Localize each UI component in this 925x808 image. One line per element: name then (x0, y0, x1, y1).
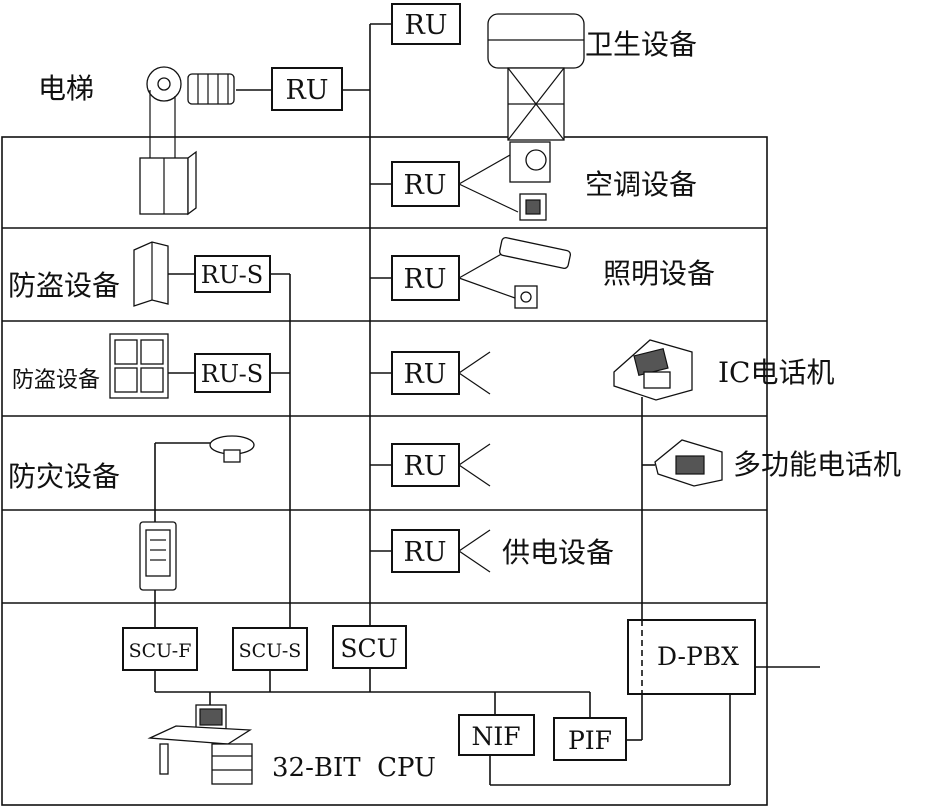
svg-text:RU-S: RU-S (201, 261, 263, 289)
ru-aircon: RU (391, 161, 460, 207)
sanitary-label: 卫生设备 (585, 28, 697, 61)
security-window-icon (109, 333, 169, 399)
cpu-label: 32-BIT CPU (272, 753, 436, 783)
ru-lighting: RU (391, 255, 460, 301)
pif-box: PIF (553, 717, 627, 761)
svg-text:D-PBX: D-PBX (657, 642, 739, 671)
svg-text:RU: RU (404, 10, 447, 41)
scu-box: SCU (332, 625, 407, 669)
multi-phone-label: 多功能电话机 (733, 448, 901, 481)
svg-text:RU: RU (403, 170, 446, 201)
water-tower-icon (487, 13, 585, 141)
labels: 电梯 卫生设备 空调设备 照明设备 防盗设备 防盗设备 防灾设备 IC电话机 多… (8, 28, 901, 783)
scu-f-box: SCU-F (122, 627, 198, 671)
aircon-icon (509, 141, 551, 221)
security-label-1: 防盗设备 (8, 269, 120, 302)
power-label: 供电设备 (502, 536, 614, 569)
ru-elevator: RU (271, 67, 343, 111)
svg-text:RU: RU (403, 264, 446, 295)
elevator-icon (139, 66, 235, 216)
nif-box: NIF (458, 714, 535, 756)
ic-phone-label: IC电话机 (718, 356, 835, 389)
rus-box-2: RU-S (194, 353, 271, 393)
svg-text:SCU-S: SCU-S (239, 640, 302, 662)
lighting-icon (498, 237, 572, 309)
svg-text:RU: RU (403, 359, 446, 390)
multi-phone-icon (654, 439, 723, 487)
unit-boxes: RU RU RU RU RU RU RU RU-S (122, 3, 756, 761)
building-outline (1, 136, 768, 806)
ru-top: RU (391, 3, 461, 45)
security-door-icon (133, 241, 169, 307)
fire-panel-icon (139, 521, 177, 591)
elevator-label: 电梯 (38, 72, 94, 105)
ru-power: RU (391, 529, 460, 573)
svg-text:NIF: NIF (471, 722, 520, 751)
security-label-2: 防盗设备 (12, 368, 100, 393)
ru-floor3: RU (391, 351, 460, 395)
scu-s-box: SCU-S (232, 627, 308, 671)
svg-text:PIF: PIF (568, 726, 612, 755)
dpbx-box: D-PBX (627, 619, 756, 695)
fire-label: 防灾设备 (8, 460, 120, 493)
building-floors (1, 136, 768, 806)
svg-text:SCU: SCU (340, 634, 397, 663)
svg-text:RU-S: RU-S (201, 360, 263, 388)
svg-text:RU: RU (403, 451, 446, 482)
lighting-label: 照明设备 (603, 257, 715, 290)
computer-icon (147, 704, 253, 785)
svg-text:SCU-F: SCU-F (129, 640, 192, 662)
svg-text:RU: RU (285, 75, 328, 106)
equipment-icons (109, 13, 723, 785)
rus-box-1: RU-S (194, 255, 271, 293)
ru-floor4: RU (391, 443, 460, 487)
smoke-detector-icon (209, 435, 255, 463)
svg-text:RU: RU (403, 537, 446, 568)
wiring (154, 23, 820, 786)
ic-phone-icon (613, 339, 693, 401)
aircon-label: 空调设备 (585, 168, 697, 201)
